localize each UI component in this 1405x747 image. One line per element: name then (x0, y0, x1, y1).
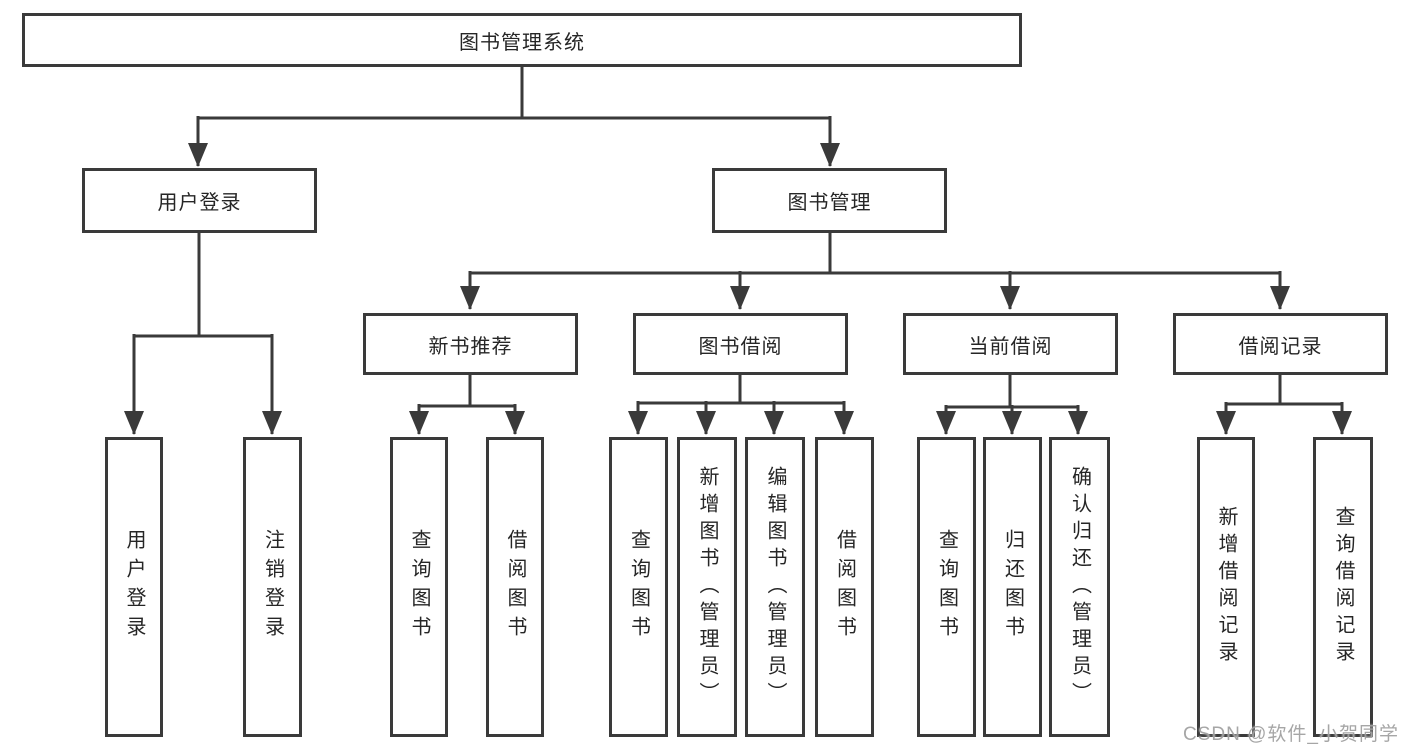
csdn-watermark: CSDN @软件_小贺同学 (1183, 724, 1399, 745)
node-current-borrowing: 当前借阅 (903, 313, 1118, 375)
leaf-user-login: 用户登录 (105, 437, 163, 737)
node-user-login-branch: 用户登录 (82, 168, 317, 233)
leaf-add-borrow-record: 新增借阅记录 (1197, 437, 1255, 737)
node-new-book-recommendation: 新书推荐 (363, 313, 578, 375)
leaf-query-books-3: 查询图书 (917, 437, 976, 737)
leaf-borrow-books-2: 借阅图书 (815, 437, 874, 737)
leaf-add-books-admin: 新增图书（管理员） (677, 437, 737, 737)
leaf-borrow-books-1: 借阅图书 (486, 437, 544, 737)
leaf-query-books-1: 查询图书 (390, 437, 448, 737)
leaf-logout: 注销登录 (243, 437, 302, 737)
leaf-query-books-2: 查询图书 (609, 437, 668, 737)
node-root-system: 图书管理系统 (22, 13, 1022, 67)
node-book-management-branch: 图书管理 (712, 168, 947, 233)
node-borrowing-records: 借阅记录 (1173, 313, 1388, 375)
leaf-confirm-return-admin: 确认归还（管理员） (1049, 437, 1110, 737)
leaf-edit-books-admin: 编辑图书（管理员） (745, 437, 805, 737)
leaf-query-borrow-record: 查询借阅记录 (1313, 437, 1373, 737)
leaf-return-books: 归还图书 (983, 437, 1042, 737)
node-book-borrowing: 图书借阅 (633, 313, 848, 375)
